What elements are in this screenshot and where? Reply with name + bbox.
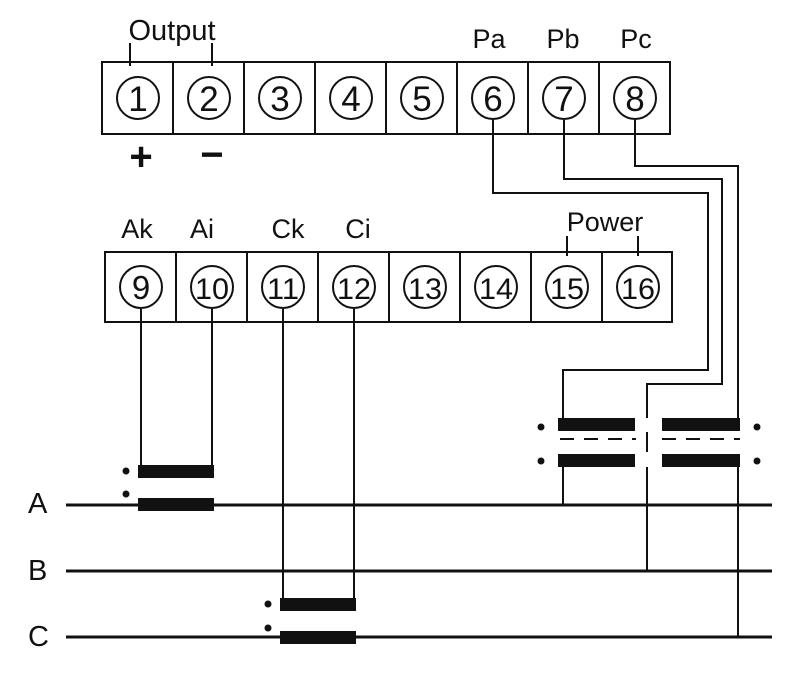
terminal-12-circle	[332, 265, 376, 309]
power-label: Power	[567, 207, 644, 237]
terminal-6-number: 6	[483, 80, 502, 119]
terminal-3-number: 3	[270, 80, 289, 119]
label-leaders	[129, 43, 639, 256]
ct-a-secondary	[138, 465, 214, 478]
pb-label: Pb	[546, 24, 579, 54]
vt-ab-primary	[558, 454, 635, 467]
terminal-9-number: 9	[132, 269, 150, 306]
terminal-15-number: 15	[550, 273, 584, 306]
vt-ab-secondary	[558, 418, 635, 431]
terminal-13-circle	[403, 265, 447, 309]
vt-connections	[562, 432, 739, 637]
terminal-1-circle	[116, 76, 160, 120]
ak-label: Ak	[121, 214, 153, 244]
transformer-coils	[138, 418, 740, 644]
ck-label: Ck	[272, 214, 305, 244]
terminal-7-number: 7	[554, 80, 573, 119]
terminal-7-circle	[542, 76, 586, 120]
ct-a-primary	[138, 498, 214, 511]
output-label: Output	[128, 15, 215, 47]
minus-sign: −	[200, 133, 223, 177]
terminal-13-number: 13	[408, 273, 442, 306]
terminal-14-circle	[474, 265, 518, 309]
terminal-4-number: 4	[341, 80, 360, 119]
ai-label: Ai	[190, 214, 214, 244]
bottom-terminal-block	[104, 251, 673, 323]
terminal-2-circle	[187, 76, 231, 120]
terminal-9-circle	[119, 265, 163, 309]
terminal-16-circle	[616, 265, 660, 309]
terminal-16-number: 16	[621, 273, 655, 306]
phase-b-label: B	[28, 555, 47, 587]
terminal-14-number: 14	[479, 273, 513, 306]
terminal-6-circle	[471, 76, 515, 120]
ci-label: Ci	[345, 214, 371, 244]
terminal-11-circle	[261, 265, 305, 309]
vt-bc-primary	[662, 454, 740, 467]
terminal-1-number: 1	[128, 80, 147, 119]
plus-sign: +	[129, 135, 152, 179]
ct-c-primary	[280, 631, 356, 644]
voltage-wires	[492, 120, 739, 418]
pa-label: Pa	[472, 24, 506, 54]
bottom-terminal-circles	[119, 265, 660, 309]
phase-lines	[66, 503, 772, 639]
terminal-2-number: 2	[199, 80, 218, 119]
ct-c-secondary	[280, 598, 356, 611]
terminal-10-circle	[190, 265, 234, 309]
phase-a-label: A	[28, 488, 48, 520]
pc-label: Pc	[620, 24, 652, 54]
terminal-11-number: 11	[267, 273, 299, 306]
terminal-10-number: 10	[195, 273, 229, 306]
terminal-12-number: 12	[337, 273, 371, 306]
vt-bc-secondary	[662, 418, 740, 431]
terminal-5-circle	[400, 76, 444, 120]
phase-c-label: C	[28, 621, 49, 653]
terminal-3-circle	[258, 76, 302, 120]
polarity-dots	[122, 423, 761, 632]
top-terminal-circles	[116, 76, 657, 120]
terminal-8-number: 8	[625, 80, 644, 119]
terminal-5-number: 5	[412, 80, 431, 119]
top-terminal-block	[101, 61, 671, 135]
current-wires	[140, 309, 355, 598]
terminal-8-circle	[613, 76, 657, 120]
terminal-15-circle	[545, 265, 589, 309]
terminal-4-circle	[329, 76, 373, 120]
